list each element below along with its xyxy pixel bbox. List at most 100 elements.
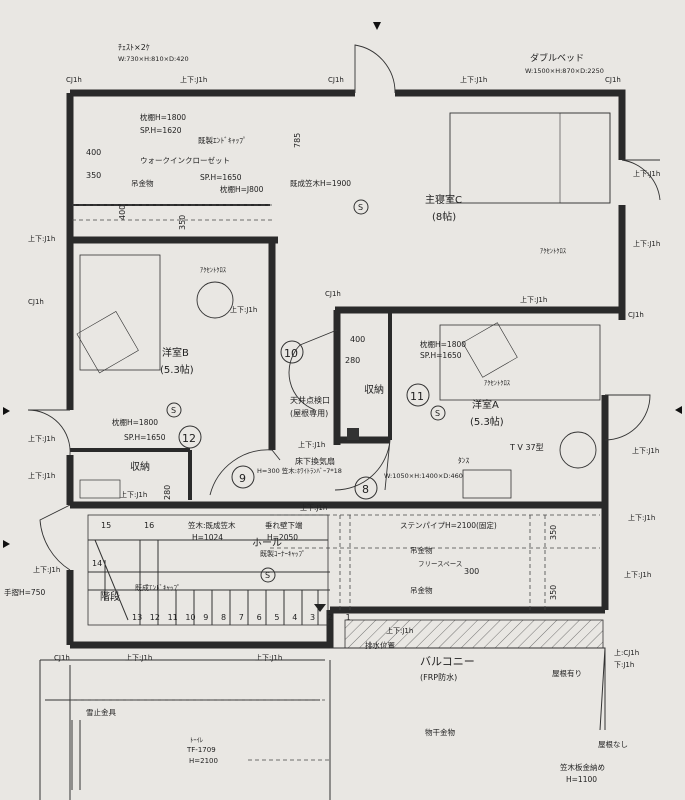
balcony-finish: (FRP防水): [420, 672, 457, 682]
toilet-size: TF-1709: [186, 746, 216, 754]
room-number-9: 9: [239, 472, 246, 485]
accent-cross-c: ｱｸｾﾝﾄｸﾛｽ: [540, 247, 567, 255]
section-marker-right: [675, 406, 682, 414]
outlet-ud-4: 上下:J1h: [633, 239, 660, 248]
outlet-cj1h-1: CJ1h: [66, 76, 82, 84]
shelf-label-2: 枕棚H=J800: [220, 184, 264, 194]
pipe-label: ステンパイプH=2100(固定): [400, 520, 497, 530]
tv-label: T V 37型: [509, 443, 544, 452]
dim-280-b: 280: [163, 485, 172, 500]
dim-350-b: 350: [178, 215, 187, 230]
shelf-label-b: 枕棚H=1800: [112, 417, 158, 427]
stair-tread-number: 9: [203, 613, 208, 622]
sp-label-1: SP.H=1620: [140, 126, 182, 135]
stair-tread-number: 11: [168, 613, 178, 622]
stairs-treads: [87, 514, 330, 626]
stair-tread-number: 2: [328, 613, 333, 622]
storage-a-name: 収納: [364, 383, 384, 396]
balcony-name: バルコニー: [420, 655, 475, 668]
stair-tread-number: 13: [132, 613, 142, 622]
dim-350-c: 350: [549, 525, 558, 540]
dim-350-d: 350: [549, 585, 558, 600]
outlet-ud-6: 上下:J1h: [28, 234, 55, 243]
coping-label: 笠木板金納め: [560, 762, 605, 772]
handrail-300-label: H=300 笠木:ﾎﾜｲﾄﾗﾝﾊﾞｰ7*18: [257, 466, 342, 475]
stair-num-16: 16: [144, 521, 154, 530]
drain-label: 排水位置: [365, 640, 395, 650]
room-number-8: 8: [362, 483, 369, 496]
stair-tread-number: 7: [239, 613, 244, 622]
room-names: 主寝室C (8帖) 洋室B (5.3帖) 洋室A (5.3帖) 収納 収納 ホー…: [100, 193, 504, 682]
outlet-ud-16: 上下:J1h: [624, 570, 651, 579]
toilet-label: ﾄｰｲﾚ: [190, 736, 203, 744]
dry-fitting-label: 物干金物: [425, 727, 455, 737]
desk-chair-a: [559, 431, 597, 469]
north-arrow-marker: [373, 22, 381, 30]
chest2-dims: W:1050×H:1400×D:460: [384, 472, 463, 480]
outlet-cj1h-5: CJ1h: [325, 290, 341, 298]
dim-400-b: 400: [118, 205, 127, 220]
room-a-size: (5.3帖): [470, 415, 504, 428]
outlet-labels: CJ1h 上下:J1h CJ1h 上下:J1h CJ1h 上下:J1h 上下:J…: [28, 75, 660, 669]
hanging-wall-h: H=2050: [267, 533, 298, 542]
smoke-detector-hall: S: [265, 571, 270, 580]
stair-tread-number: 1: [346, 613, 351, 622]
section-marker-left-2: [3, 540, 10, 548]
inspection-label: 天井点検口: [290, 395, 330, 405]
accent-cross-b: ｱｸｾﾝﾄｸﾛｽ: [200, 266, 227, 274]
outlet-ud-14: 上下:J1h: [628, 513, 655, 522]
outlet-cj1h-4: CJ1h: [628, 311, 644, 319]
outlet-ud-10: 上下:J1h: [632, 446, 659, 455]
accent-cross-a: ｱｸｾﾝﾄｸﾛｽ: [484, 379, 511, 387]
walk-in-label: ウォークインクローゼット: [140, 155, 230, 165]
hall-name: ホール: [252, 537, 282, 549]
furniture: [76, 112, 611, 499]
outlet-ud-17: 上下:J1h: [386, 626, 413, 635]
railing-h: H=1024: [192, 533, 223, 542]
outlet-ud-13: 上下:J1h: [300, 503, 327, 512]
outlet-ud-2: 上下:J1h: [460, 75, 487, 84]
stair-num-15: 15: [101, 521, 111, 530]
outlet-jo: 上:CJ1h: [614, 648, 639, 657]
snow-stop-label: 雪止金具: [86, 707, 116, 717]
room-master-name: 主寝室C: [425, 193, 462, 206]
room-number-12: 12: [182, 432, 196, 445]
outlet-ud-5: 上下:J1h: [520, 295, 547, 304]
outlet-cj1h-3: CJ1h: [605, 76, 621, 84]
outlet-ud-7: 上下:J1h: [230, 305, 257, 314]
stair-tread-number: 4: [292, 613, 297, 622]
room-master-size: (8帖): [432, 210, 456, 223]
chest-label: ﾁｪｽﾄ×2ｹ: [118, 43, 150, 52]
bed-b: [79, 254, 161, 371]
storage-b-name: 収納: [130, 460, 150, 473]
stair-top-numbers: 15 16 14: [92, 521, 154, 568]
stair-tread-number: 8: [221, 613, 226, 622]
roof-yes-label: 屋根有り: [552, 668, 582, 678]
double-bed-label: ダブルベッド: [530, 52, 584, 64]
chest-dims: W:730×H:810×D:420: [118, 55, 189, 63]
dim-400-c: 400: [350, 335, 365, 344]
room-b-size: (5.3帖): [160, 363, 194, 376]
outlet-ud-3: 上下:J1h: [633, 169, 660, 178]
shelf-label-a: 枕棚H=1800: [420, 339, 466, 349]
end-cap2-label: 既成ｴﾝﾄﾞｷｬｯﾌﾟ: [135, 583, 181, 592]
desk-chair-b: [196, 281, 234, 319]
bed-a: [439, 324, 601, 401]
outlet-ud-9: 上下:J1h: [298, 440, 325, 449]
baseboard-label: 既成笠木H=1900: [290, 178, 351, 188]
inspection-note: (屋根専用): [290, 408, 328, 418]
labels: ﾁｪｽﾄ×2ｹ W:730×H:810×D:420 ダブルベッド W:1500×…: [4, 43, 628, 784]
outlet-cj1h-6: CJ1h: [28, 298, 44, 306]
chest-a: [462, 469, 512, 499]
floor-vent-label: 床下換気扇: [295, 456, 335, 466]
sp-label-a: SP.H=1650: [420, 351, 462, 360]
outlet-ud-12: 上下:J1h: [120, 490, 147, 499]
roof-no-label: 屋根なし: [598, 739, 628, 749]
smoke-detector-a: S: [435, 409, 440, 418]
doors: [27, 44, 661, 571]
stair-tread-number: 5: [274, 613, 279, 622]
room-number-10: 10: [284, 347, 298, 360]
hanger3-label: 吊金物: [410, 585, 433, 595]
dim-300: 300: [464, 567, 479, 576]
